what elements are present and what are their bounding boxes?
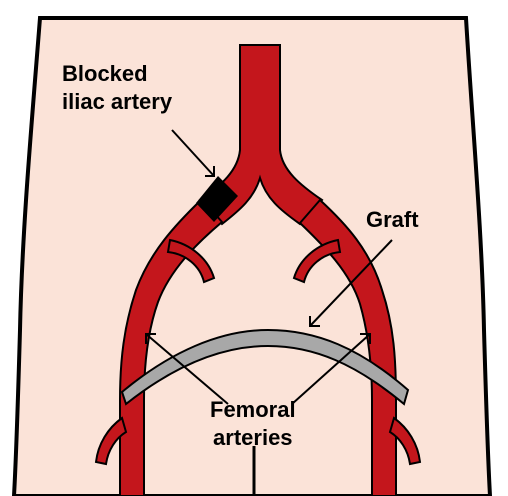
blocked-iliac-artery-label: Blocked iliac artery <box>62 60 172 116</box>
femoral-label-line1: Femoral <box>210 396 296 424</box>
graft-label: Graft <box>366 206 419 234</box>
femoral-label-line2: arteries <box>210 424 296 452</box>
femoral-arteries-label: Femoral arteries <box>210 396 296 452</box>
blocked-label-line1: Blocked <box>62 60 172 88</box>
blocked-label-line2: iliac artery <box>62 88 172 116</box>
